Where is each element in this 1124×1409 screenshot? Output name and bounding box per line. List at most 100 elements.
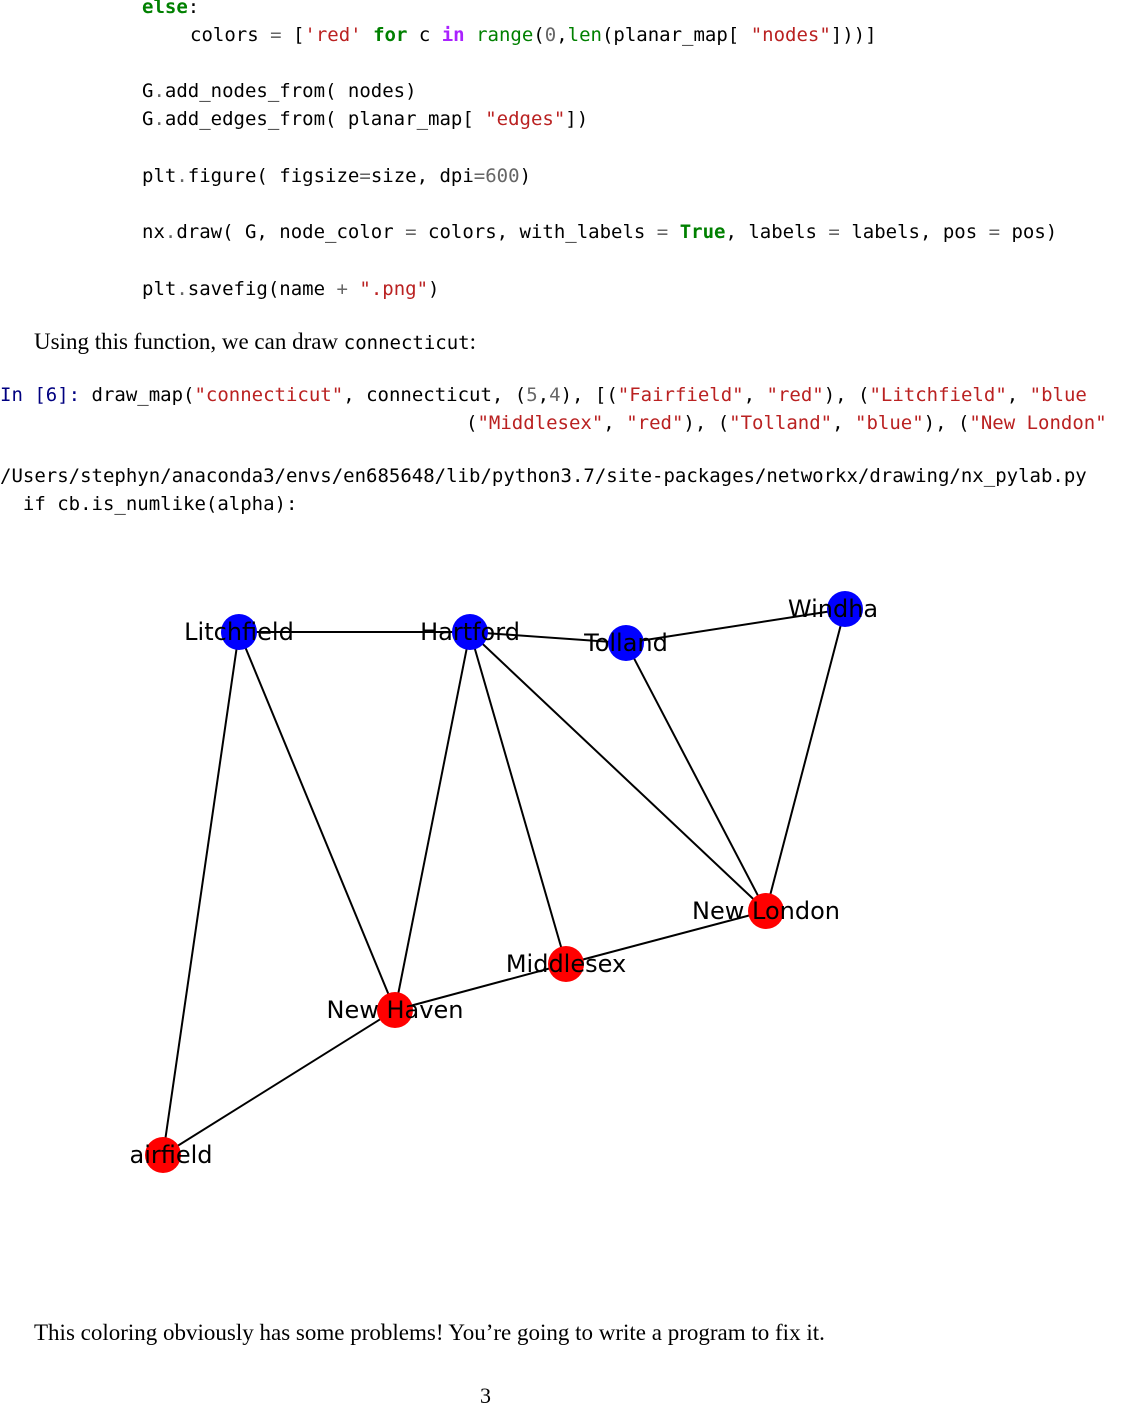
input-cell-line-1: In [6]: draw_map("connecticut", connecti… — [0, 384, 1087, 406]
code-token: savefig(name — [187, 278, 337, 300]
graph-node-new_haven — [377, 992, 413, 1028]
graph-node-label-hartford: Hartford — [420, 618, 520, 646]
code-operator: = — [405, 221, 417, 243]
code-token: (planar_map[ — [601, 24, 751, 46]
graph-node-label-new_london: New London — [692, 897, 840, 925]
code-string: "red" — [766, 384, 824, 406]
code-string: "nodes" — [750, 24, 831, 46]
warning-source-line: if cb.is_numlike(alpha): — [0, 493, 298, 515]
intro-inline-code: connecticut — [343, 332, 470, 354]
outro-paragraph: This coloring obviously has some problem… — [34, 1320, 825, 1345]
code-token: add_nodes_from( nodes) — [164, 80, 417, 102]
builtin-range: range — [476, 24, 534, 46]
code-token: ) — [428, 278, 440, 300]
code-token: ]) — [565, 108, 589, 130]
code-line-savefig: plt.savefig(name + ".png") — [142, 278, 440, 300]
code-operator: + — [336, 278, 348, 300]
code-token: ), ( — [923, 412, 970, 434]
graph-node-hartford — [452, 614, 488, 650]
code-line-else: else: — [142, 0, 199, 18]
code-token: ( — [466, 412, 478, 434]
code-token: colors, with_labels — [416, 221, 657, 243]
code-token: c — [407, 24, 442, 46]
graph-node-label-new_haven: New Haven — [327, 996, 464, 1024]
graph-edge-new_haven-fairfield — [162, 1009, 396, 1156]
code-line-add-nodes: G.add_nodes_from( nodes) — [142, 80, 417, 102]
graph-node-middlesex — [548, 946, 584, 982]
code-token: ]))] — [830, 24, 877, 46]
graph-edge-tolland-windham — [625, 608, 846, 644]
code-operator: = — [656, 221, 669, 243]
warning-path: /Users/stephyn/anaconda3/envs/en685648/l… — [0, 465, 1087, 487]
graph-node-tolland — [608, 625, 644, 661]
code-token: colors — [190, 24, 271, 46]
code-line-add-edges: G.add_edges_from( planar_map[ "edges"]) — [142, 108, 588, 130]
code-number: 4 — [549, 384, 561, 406]
code-operator: . — [153, 108, 165, 130]
code-token — [348, 278, 359, 300]
code-operator: = — [270, 24, 282, 46]
code-operator: = — [359, 165, 371, 187]
code-token: , labels — [725, 221, 829, 243]
code-operator: . — [176, 165, 188, 187]
code-token: ( — [533, 24, 545, 46]
code-operator: . — [164, 221, 177, 243]
code-token: G — [142, 108, 154, 130]
code-token: , — [832, 412, 855, 434]
code-string: "blue — [1029, 384, 1087, 406]
graph-edge-tolland-new_london — [625, 642, 767, 912]
graph-node-label-litchfield: Litchfield — [184, 618, 294, 646]
code-token: G — [142, 80, 154, 102]
code-operator: = — [828, 221, 840, 243]
code-token: : — [187, 0, 200, 18]
code-string: "red" — [626, 412, 684, 434]
graph-nodes — [145, 591, 863, 1173]
code-number: 0 — [544, 24, 557, 46]
code-operator: . — [153, 80, 165, 102]
code-string: "blue" — [855, 412, 924, 434]
graph-node-fairfield — [145, 1137, 181, 1173]
code-operator: . — [176, 278, 188, 300]
code-token: figure( figsize — [187, 165, 360, 187]
graph-node-litchfield — [221, 614, 257, 650]
page-number: 3 — [480, 1383, 491, 1408]
code-token: , — [556, 24, 568, 46]
code-token: plt — [142, 278, 177, 300]
code-token: , — [537, 384, 550, 406]
code-string: ".png" — [359, 278, 429, 300]
graph-edge-hartford-middlesex — [469, 631, 567, 965]
code-token: pos) — [1000, 221, 1058, 243]
builtin-len: len — [567, 24, 602, 46]
code-token: ), ( — [823, 384, 870, 406]
intro-text-end: : — [469, 329, 477, 354]
graph-node-label-windham: Windha — [788, 595, 878, 623]
code-string: "Litchfield" — [869, 384, 1007, 406]
graph-edge-hartford-new_haven — [394, 631, 471, 1011]
code-string: "Fairfield" — [617, 384, 744, 406]
code-token: plt — [142, 165, 177, 187]
code-token: nx — [142, 221, 165, 243]
keyword-in: in — [441, 24, 465, 46]
keyword-true: True — [679, 221, 726, 243]
graph-edge-windham-new_london — [765, 608, 846, 912]
code-string: "edges" — [485, 108, 566, 130]
code-operator: = — [473, 165, 486, 187]
code-line-figure: plt.figure( figsize=size, dpi=600) — [142, 165, 531, 187]
graph-node-label-fairfield: airfield — [129, 1141, 212, 1169]
code-number: 600 — [485, 165, 520, 187]
keyword-else: else — [142, 0, 188, 18]
intro-paragraph: Using this function, we can draw connect… — [34, 329, 476, 355]
graph-edge-litchfield-fairfield — [162, 631, 240, 1156]
graph-edges — [162, 608, 846, 1156]
code-token: ), [( — [560, 384, 618, 406]
keyword-for: for — [373, 24, 408, 46]
code-token: size, dpi — [370, 165, 474, 187]
code-string: 'red' — [304, 24, 362, 46]
input-prompt: In [6]: — [0, 384, 81, 406]
code-token: [ — [281, 24, 305, 46]
code-token: labels, pos — [839, 221, 989, 243]
graph-node-windham — [827, 591, 863, 627]
code-token: , — [1006, 384, 1030, 406]
graph-edge-litchfield-new_haven — [238, 631, 396, 1011]
